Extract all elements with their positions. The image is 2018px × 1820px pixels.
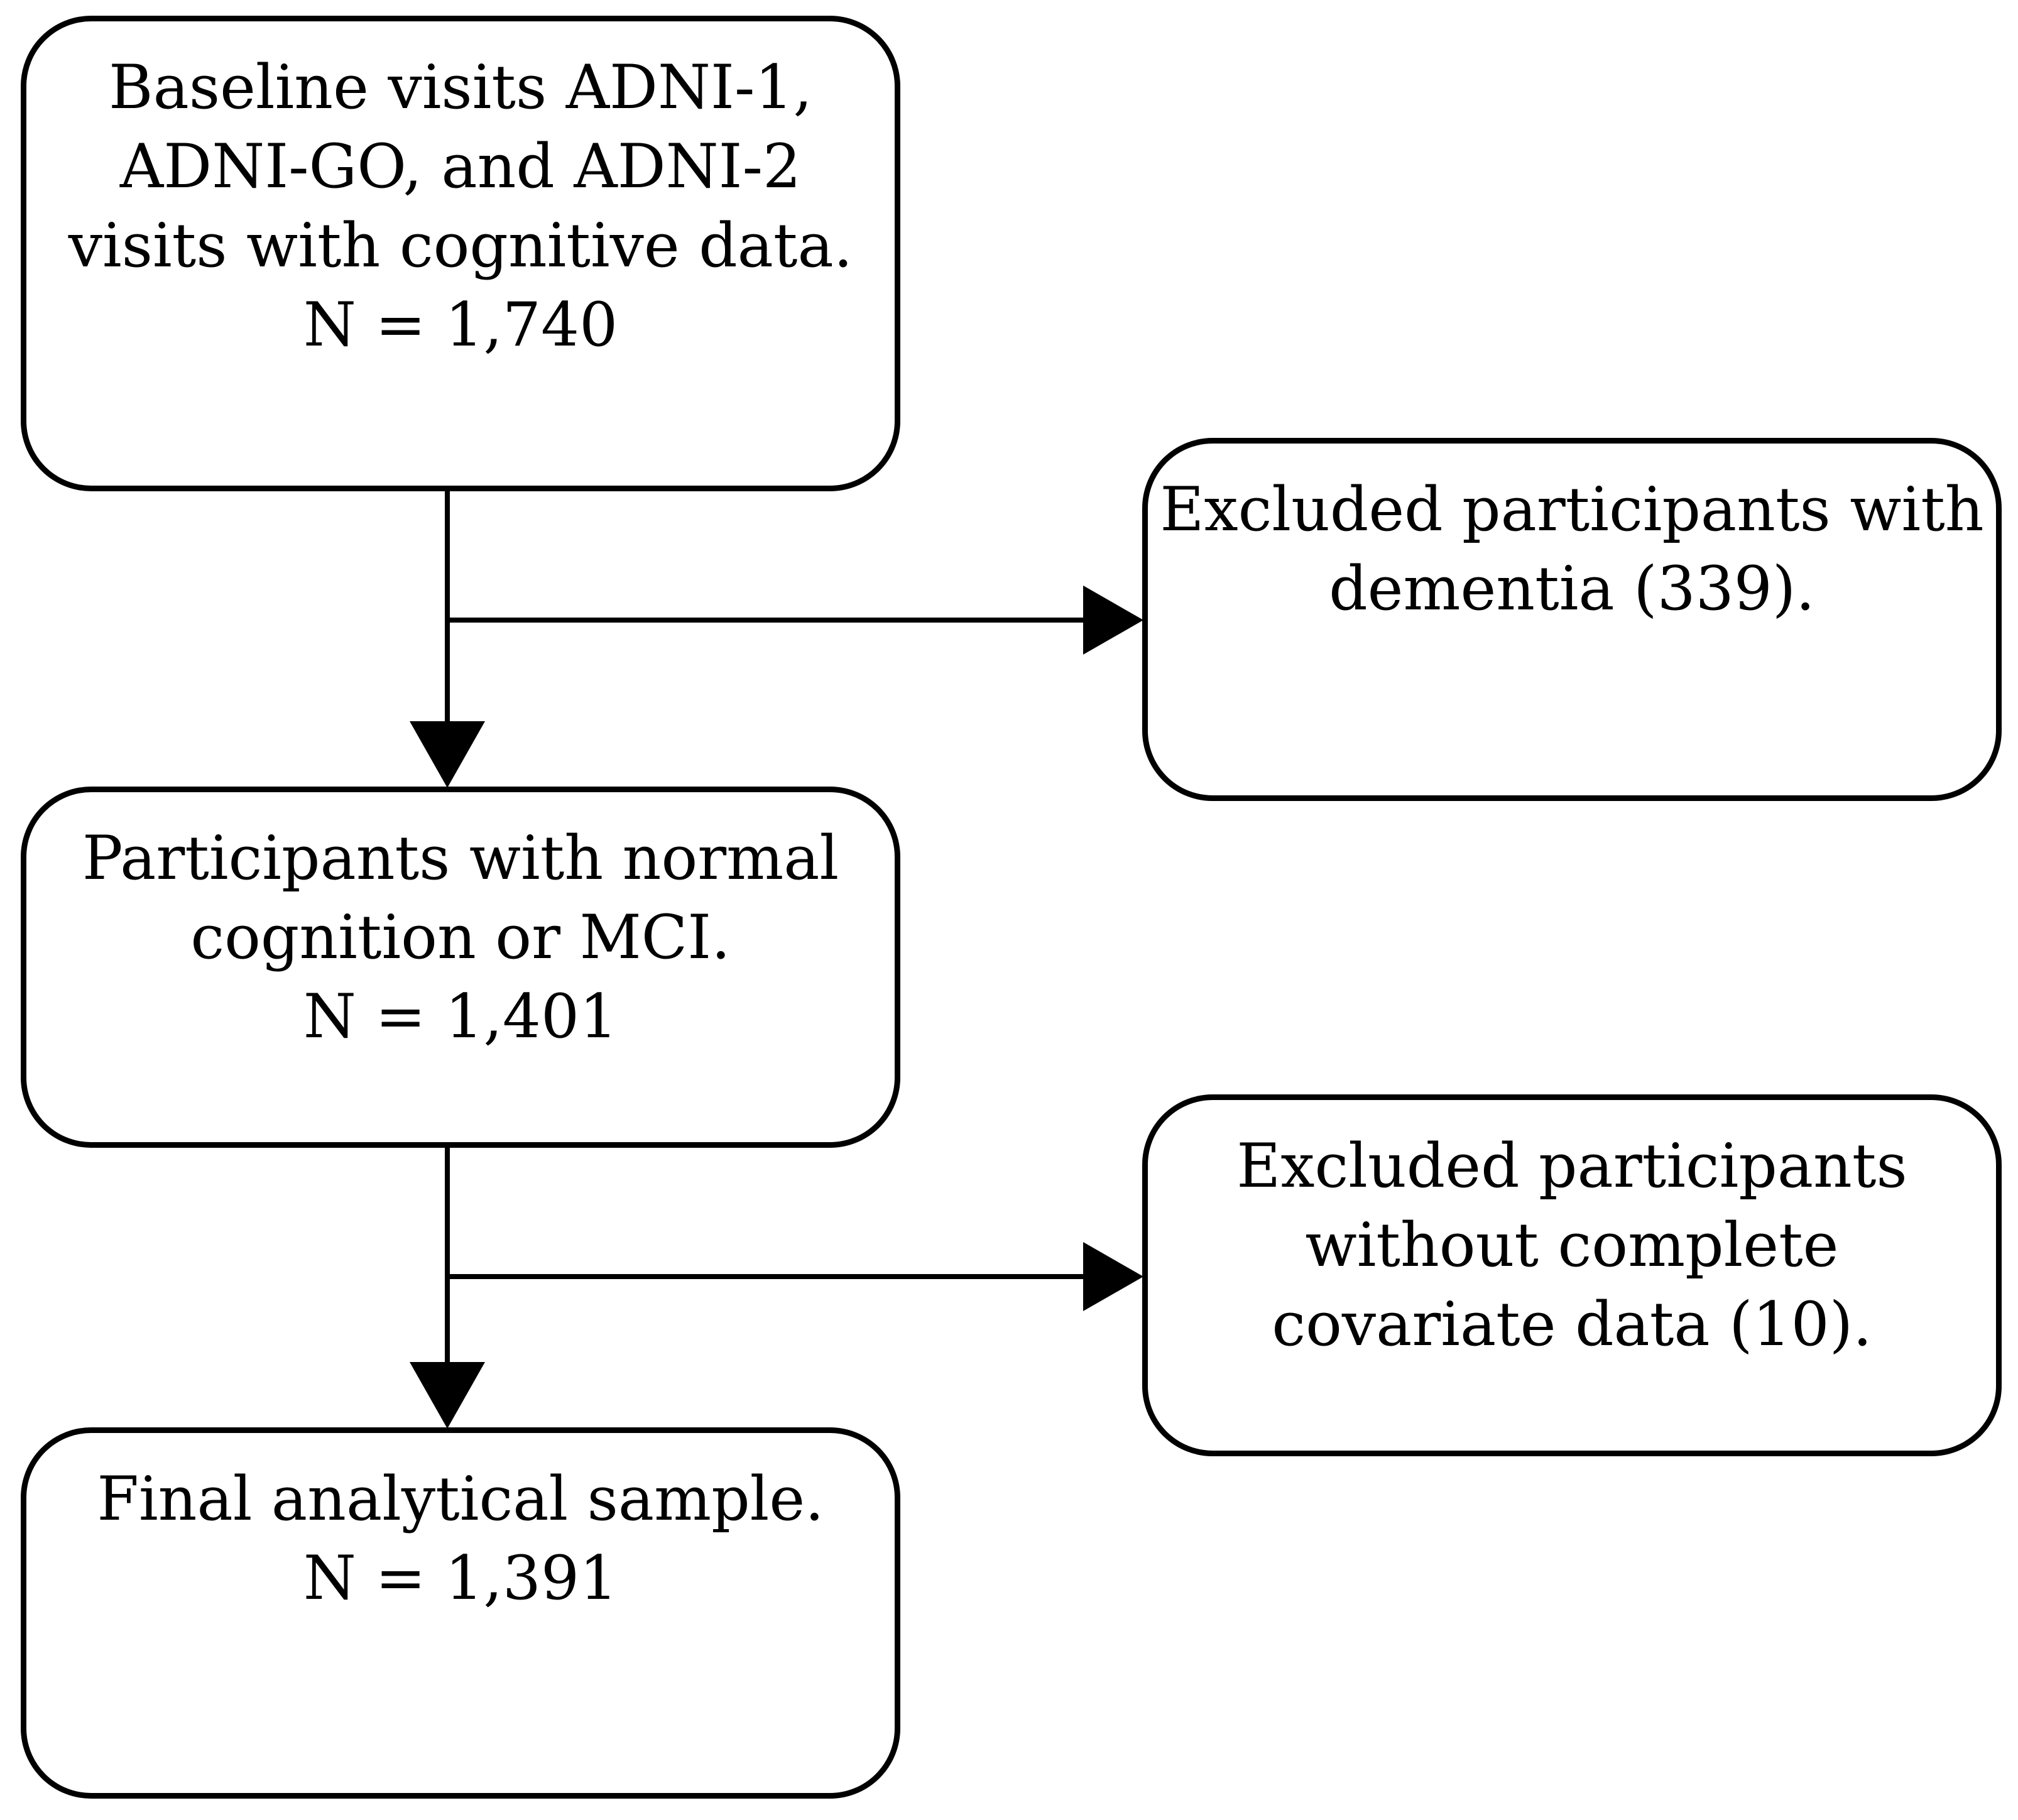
- node-text-line: Excluded participants: [1236, 1131, 1907, 1201]
- node-final-sample: Final analytical sample. N = 1,391: [21, 1427, 900, 1799]
- node-text-line: Excluded participants with: [1160, 474, 1984, 545]
- arrow-right-icon: [1083, 1242, 1143, 1311]
- node-text-line: ADNI-GO, and ADNI-2: [119, 131, 802, 202]
- connector-baseline-to-excluded-dementia: [447, 618, 1084, 623]
- connector-normal-to-final: [445, 1148, 450, 1363]
- node-normal-cognition-mci: Participants with normal cognition or MC…: [21, 787, 900, 1148]
- arrow-down-icon: [410, 721, 485, 788]
- node-baseline-visits: Baseline visits ADNI-1, ADNI-GO, and ADN…: [21, 16, 900, 491]
- connector-baseline-to-normal: [445, 491, 450, 722]
- node-text-line: Final analytical sample.: [97, 1464, 824, 1534]
- node-excluded-covariate: Excluded participants without complete c…: [1142, 1094, 2002, 1456]
- node-text-line: Baseline visits ADNI-1,: [109, 52, 812, 123]
- node-text-line: without complete: [1305, 1210, 1839, 1280]
- node-sample-size: N = 1,740: [303, 290, 618, 360]
- node-sample-size: N = 1,401: [303, 981, 618, 1052]
- node-text-line: covariate data (10).: [1272, 1289, 1872, 1360]
- arrow-right-icon: [1083, 586, 1143, 655]
- node-text-line: visits with cognitive data.: [68, 210, 853, 281]
- arrow-down-icon: [410, 1362, 485, 1429]
- connector-normal-to-excluded-covariate: [447, 1274, 1084, 1279]
- node-text-line: dementia (339).: [1329, 553, 1815, 624]
- node-excluded-dementia: Excluded participants with dementia (339…: [1142, 438, 2002, 801]
- node-text-line: cognition or MCI.: [190, 902, 731, 973]
- node-sample-size: N = 1,391: [303, 1543, 618, 1613]
- node-text-line: Participants with normal: [82, 823, 839, 893]
